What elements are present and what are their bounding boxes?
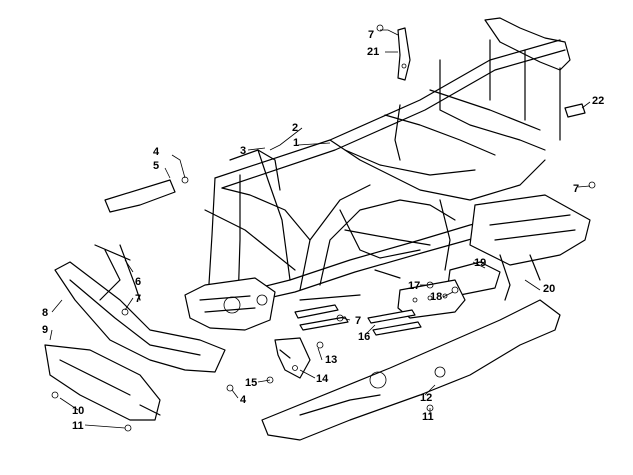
callout-16: 16	[358, 331, 370, 343]
strap-bracket-21	[397, 27, 411, 81]
callout-10: 10	[72, 405, 84, 417]
brace-6	[119, 244, 141, 301]
callout-7-mid: 7	[355, 315, 361, 327]
screw-4-bottom	[226, 384, 234, 392]
panel-22	[564, 103, 586, 118]
callout-12: 12	[420, 392, 432, 404]
leader-lines	[49, 29, 591, 429]
screw-13	[316, 341, 324, 349]
callout-7-front: 7	[135, 293, 141, 305]
callout-14: 14	[316, 373, 329, 385]
callout-9: 9	[42, 324, 48, 336]
callout-20: 20	[543, 283, 555, 295]
callout-6: 6	[135, 276, 141, 288]
side-bracket-17	[397, 279, 466, 319]
slats-16	[294, 304, 422, 336]
screw-7-front	[121, 308, 129, 316]
front-plate-5	[104, 179, 176, 213]
callout-15: 15	[245, 377, 257, 389]
callout-22: 22	[592, 95, 604, 107]
skid-plate	[261, 299, 561, 441]
main-frame	[184, 17, 571, 331]
callout-8: 8	[42, 307, 48, 319]
callout-1: 1	[293, 137, 299, 149]
bracket-14	[274, 337, 311, 379]
screw-10	[51, 391, 59, 399]
screw-18	[451, 286, 459, 294]
callout-21: 21	[367, 46, 379, 58]
callout-2: 2	[292, 122, 298, 134]
callout-11-left: 11	[72, 420, 84, 432]
callout-11-right: 11	[422, 411, 434, 423]
front-bumper-8	[54, 244, 226, 373]
callout-13: 13	[325, 354, 337, 366]
callout-4-top: 4	[153, 146, 160, 158]
callout-18: 18	[430, 291, 442, 303]
callout-17: 17	[408, 280, 420, 292]
callout-19: 19	[474, 257, 486, 269]
rear-rack-20	[469, 194, 591, 301]
callout-7-top: 7	[368, 29, 374, 41]
lower-guard-9	[44, 344, 161, 421]
screw-11-left	[124, 424, 132, 432]
callout-3: 3	[240, 145, 246, 157]
callout-5: 5	[153, 160, 159, 172]
callout-labels: 1 2 3 4 4 5 6 7 7 7 7 8 9 10 11 11 12 13…	[42, 29, 604, 432]
screw-15	[266, 376, 274, 384]
callout-7-right: 7	[573, 183, 579, 195]
screw-7-right	[588, 181, 596, 189]
callout-4-bottom: 4	[240, 394, 247, 406]
screw-7-top	[376, 24, 384, 32]
